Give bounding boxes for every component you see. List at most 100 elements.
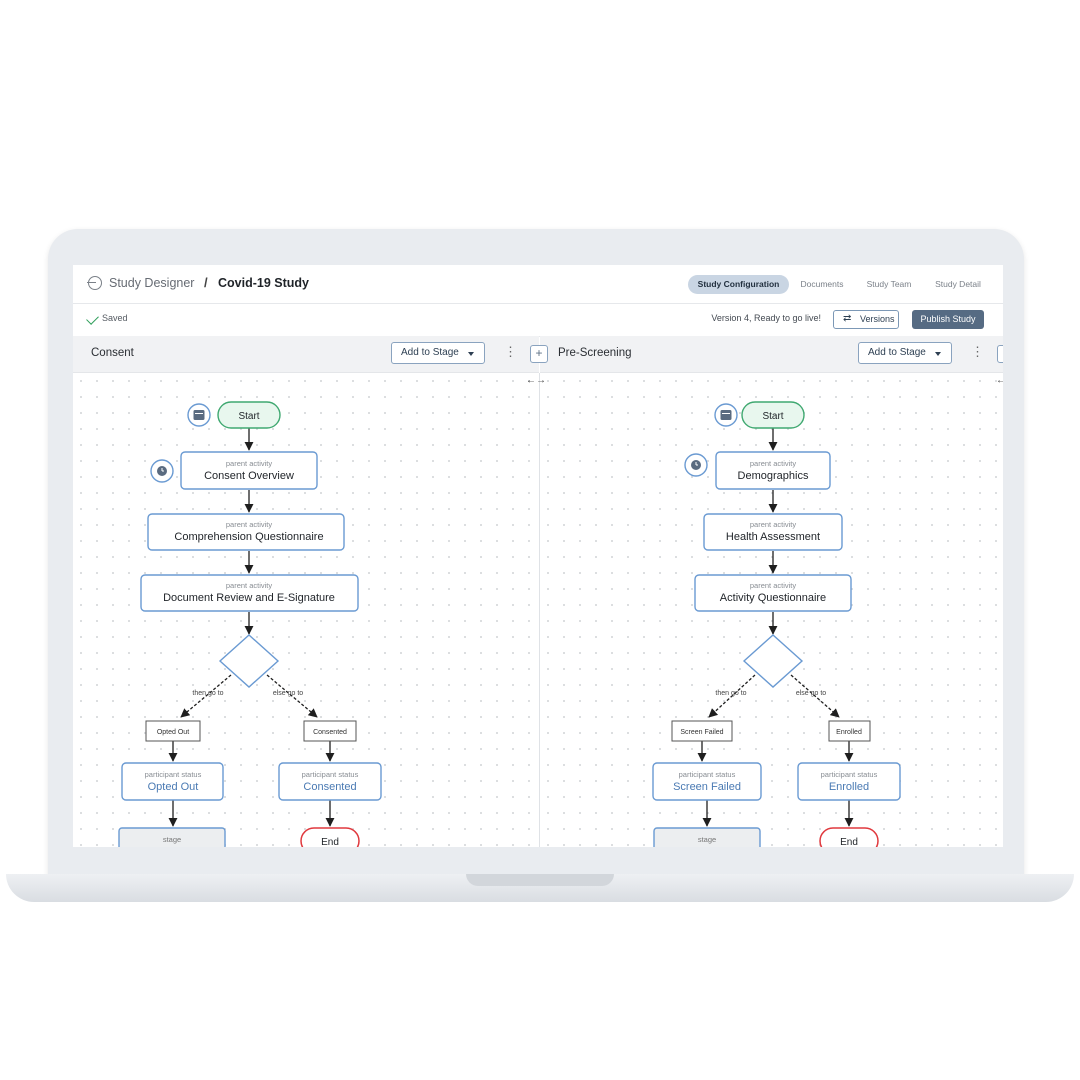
- stage-node[interactable]: stage: [653, 827, 761, 847]
- next-stage-edge[interactable]: [997, 345, 1003, 363]
- activity-node[interactable]: parent activity Consent Overview: [180, 451, 318, 490]
- participant-status-node[interactable]: participant status Consented: [278, 762, 382, 801]
- kebab-menu-icon[interactable]: ⋮: [504, 344, 517, 359]
- chevron-down-icon: [935, 352, 941, 356]
- resize-arrows-icon[interactable]: ←→: [526, 375, 546, 386]
- branch-tag[interactable]: Enrolled: [828, 720, 871, 742]
- versions-label: Versions: [860, 314, 895, 324]
- status-label: Opted Out: [148, 781, 199, 793]
- else-go-to-label: else go to: [796, 690, 826, 697]
- activity-label: Activity Questionnaire: [720, 592, 826, 604]
- status-label: Consented: [303, 781, 356, 793]
- branch-arrow-then: [708, 674, 756, 718]
- participant-status-node[interactable]: participant status Opted Out: [121, 762, 224, 801]
- tab-study-team[interactable]: Study Team: [866, 279, 912, 289]
- activity-caption: parent activity: [226, 459, 273, 468]
- branch-arrow-then: [180, 674, 232, 718]
- then-go-to-label: then go to: [715, 690, 746, 697]
- branch-tag-label: Opted Out: [157, 729, 189, 736]
- arrow-in-circle-icon[interactable]: [87, 276, 102, 290]
- add-to-stage-label: Add to Stage: [868, 347, 926, 358]
- activity-label: Demographics: [738, 470, 809, 482]
- version-status: Version 4, Ready to go live!: [711, 313, 821, 323]
- activity-caption: parent activity: [226, 520, 273, 529]
- versions-button[interactable]: ⇄ Versions: [833, 310, 899, 329]
- stage-caption: stage: [698, 835, 716, 844]
- status-label: Enrolled: [829, 781, 869, 793]
- stage-caption: stage: [163, 835, 181, 844]
- calendar-icon[interactable]: [714, 403, 738, 427]
- activity-label: Comprehension Questionnaire: [174, 531, 323, 543]
- activity-caption: parent activity: [226, 581, 273, 590]
- calendar-icon[interactable]: [187, 403, 211, 427]
- kebab-menu-icon[interactable]: ⋮: [971, 344, 984, 359]
- participant-status-node[interactable]: participant status Screen Failed: [652, 762, 762, 801]
- publish-study-button[interactable]: Publish Study: [912, 310, 984, 329]
- decision-node[interactable]: [742, 634, 804, 688]
- activity-caption: parent activity: [750, 520, 797, 529]
- status-caption: participant status: [145, 770, 202, 779]
- clock-icon[interactable]: [684, 453, 708, 477]
- save-status: Saved: [102, 313, 128, 323]
- stage-title: Pre-Screening: [558, 347, 632, 359]
- activity-node[interactable]: parent activity Demographics: [715, 451, 831, 490]
- activity-label: Health Assessment: [726, 531, 820, 543]
- activity-node[interactable]: parent activity Document Review and E-Si…: [140, 574, 359, 612]
- branch-tag-label: Enrolled: [836, 729, 862, 736]
- add-to-stage-label: Add to Stage: [401, 347, 459, 358]
- activity-node[interactable]: parent activity Health Assessment: [703, 513, 843, 551]
- top-bar: Study Designer / Covid-19 Study Study Co…: [73, 265, 1003, 304]
- activity-caption: parent activity: [750, 581, 797, 590]
- end-node[interactable]: End: [819, 827, 879, 847]
- activity-label: Document Review and E-Signature: [163, 592, 335, 604]
- end-node[interactable]: End: [300, 827, 360, 847]
- add-to-stage-button[interactable]: Add to Stage: [391, 342, 485, 364]
- activity-node[interactable]: parent activity Activity Questionnaire: [694, 574, 852, 612]
- branch-arrow-else: [790, 674, 840, 718]
- branch-arrow-else: [266, 674, 318, 718]
- else-go-to-label: else go to: [273, 690, 303, 697]
- activity-label: Consent Overview: [204, 470, 294, 482]
- end-label: End: [321, 837, 339, 847]
- clock-icon[interactable]: [150, 459, 174, 483]
- branch-tag[interactable]: Screen Failed: [671, 720, 733, 742]
- start-label: Start: [238, 411, 259, 422]
- activity-caption: parent activity: [750, 459, 797, 468]
- breadcrumb-current: Covid-19 Study: [218, 276, 309, 290]
- branch-tag[interactable]: Opted Out: [145, 720, 201, 742]
- flow-diagram: Start parent activity Consent Overview p…: [118, 401, 901, 847]
- start-label: Start: [762, 411, 783, 422]
- start-node[interactable]: Start: [741, 401, 805, 429]
- stage-title: Consent: [91, 347, 134, 359]
- tab-documents[interactable]: Documents: [800, 279, 844, 289]
- laptop-notch: [466, 874, 614, 886]
- chevron-down-icon: [468, 352, 474, 356]
- tab-study-detail[interactable]: Study Detail: [935, 279, 981, 289]
- app-screen: Study Designer / Covid-19 Study Study Co…: [73, 265, 1003, 847]
- then-go-to-label: then go to: [192, 690, 223, 697]
- add-stage-plus-icon[interactable]: +: [530, 345, 548, 363]
- decision-node[interactable]: [218, 634, 280, 688]
- add-to-stage-button[interactable]: Add to Stage: [858, 342, 952, 364]
- participant-status-node[interactable]: participant status Enrolled: [797, 762, 901, 801]
- branch-tag[interactable]: Consented: [303, 720, 357, 742]
- end-label: End: [840, 837, 858, 847]
- status-label: Screen Failed: [673, 781, 741, 793]
- swap-arrows-icon: ⇄: [843, 313, 852, 324]
- stage-node[interactable]: stage: [118, 827, 226, 847]
- stage-flow-pre-screening: Start parent activity Demographics paren…: [652, 401, 901, 847]
- activity-node[interactable]: parent activity Comprehension Questionna…: [147, 513, 345, 551]
- status-caption: participant status: [302, 770, 359, 779]
- tab-study-configuration[interactable]: Study Configuration: [688, 275, 789, 294]
- status-caption: participant status: [679, 770, 736, 779]
- breadcrumb-root[interactable]: Study Designer: [109, 276, 195, 290]
- stage-header-consent: Consent Add to Stage ⋮: [73, 336, 539, 373]
- stage-header-pre-screening: Pre-Screening Add to Stage ⋮: [540, 336, 1003, 373]
- breadcrumb-separator: /: [204, 275, 208, 290]
- status-caption: participant status: [821, 770, 878, 779]
- branch-tag-label: Consented: [313, 729, 347, 736]
- stage-divider: [539, 373, 540, 847]
- stage-flow-consent: Start parent activity Consent Overview p…: [118, 401, 382, 847]
- start-node[interactable]: Start: [217, 401, 281, 429]
- resize-arrows-icon[interactable]: ←: [996, 375, 1003, 386]
